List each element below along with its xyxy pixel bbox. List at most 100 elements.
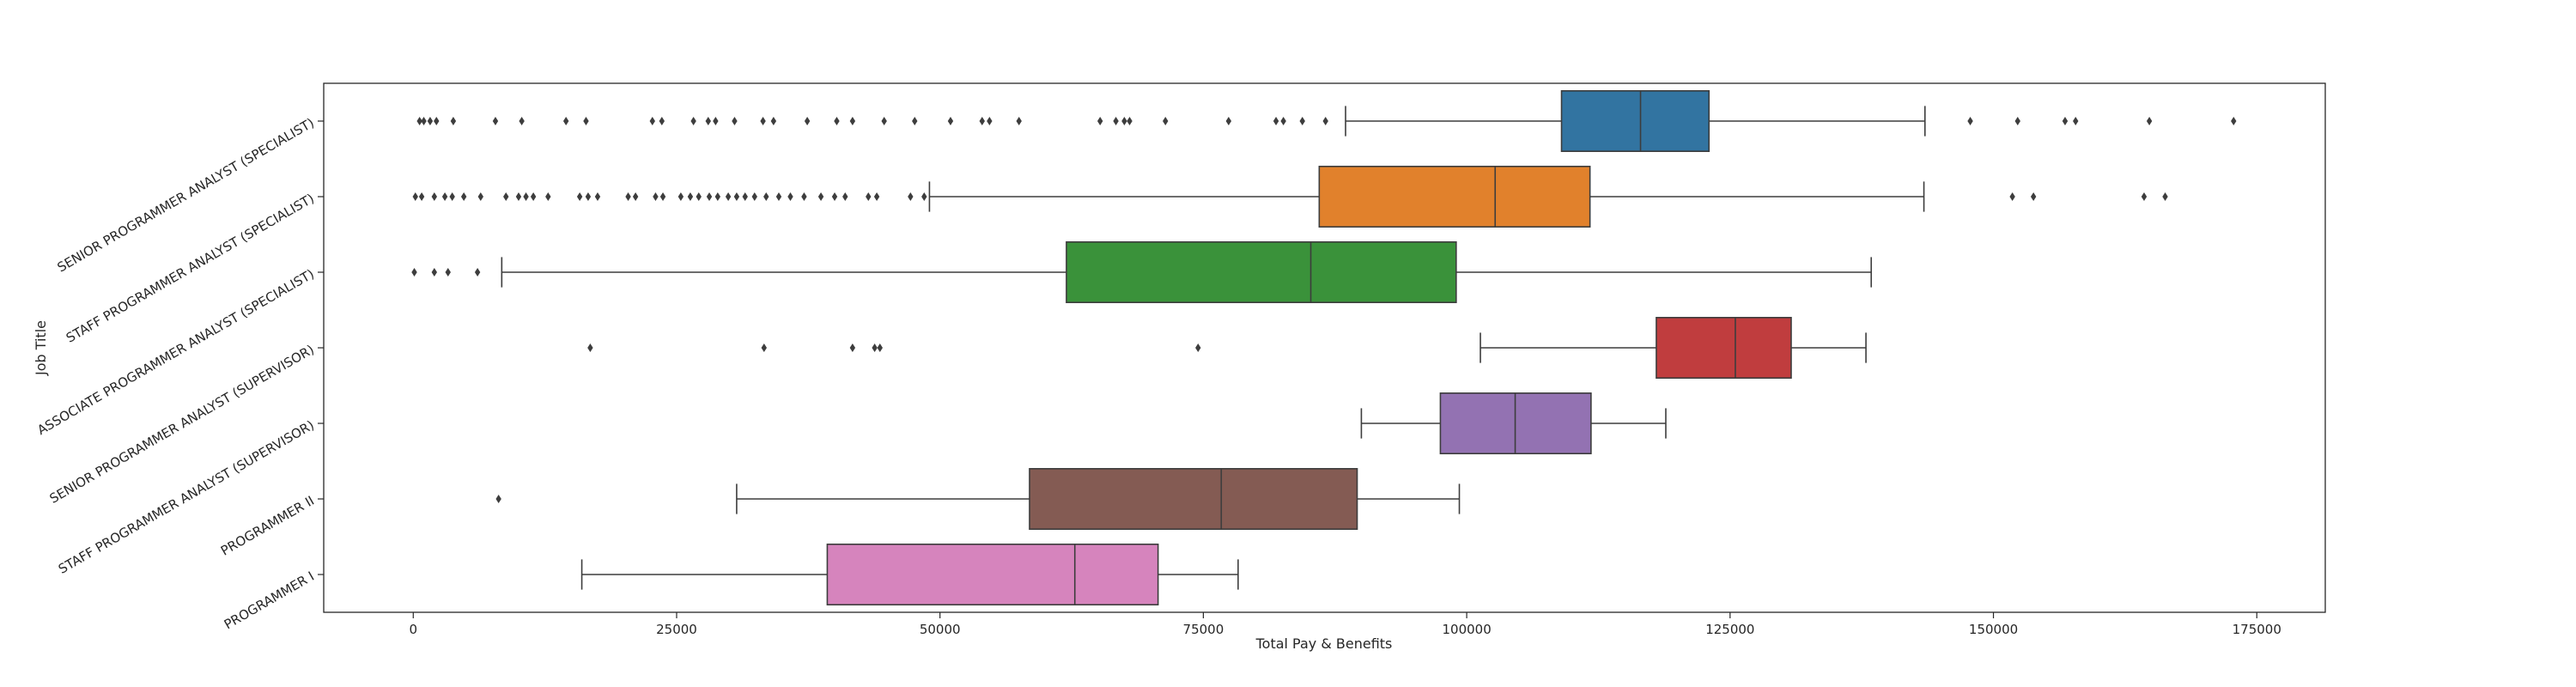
outlier-point [713, 117, 719, 125]
outlier-point [751, 192, 757, 201]
outlier-point [587, 344, 593, 352]
outlier-point [849, 344, 856, 352]
outlier-point [834, 117, 840, 125]
outlier-point [659, 192, 666, 201]
outlier-point [418, 192, 425, 201]
outlier-point [1273, 117, 1279, 125]
outlier-point [872, 344, 878, 352]
outlier-point [474, 268, 481, 277]
box-group [587, 316, 1867, 379]
outlier-point [696, 192, 702, 201]
plot-frame [323, 82, 2326, 613]
outlier-point [690, 117, 696, 125]
outlier-point [1195, 344, 1201, 352]
outlier-point [1121, 117, 1127, 125]
y-tick-label: ASSOCIATE PROGRAMMER ANALYST (SPECIALIST… [34, 266, 317, 438]
outlier-point [653, 192, 659, 201]
outlier-point [515, 192, 522, 201]
box-group [580, 543, 1239, 605]
outlier-point [866, 192, 872, 201]
outlier-point [2146, 117, 2153, 125]
outlier-point [705, 117, 711, 125]
x-tick-label: 100000 [1442, 622, 1491, 637]
outlier-point [881, 117, 887, 125]
iqr-box [1318, 166, 1591, 228]
outlier-point [775, 192, 782, 201]
outlier-point [1163, 117, 1169, 125]
outlier-point [416, 117, 422, 125]
outlier-point [733, 192, 740, 201]
outlier-point [2009, 192, 2015, 201]
outlier-point [585, 192, 592, 201]
outlier-point [1016, 117, 1022, 125]
outlier-point [503, 192, 509, 201]
outlier-point [492, 117, 499, 125]
x-axis-label: Total Pay & Benefits [1255, 635, 1393, 652]
outlier-point [804, 117, 811, 125]
outlier-point [450, 117, 457, 125]
y-tick-label: SENIOR PROGRAMMER ANALYST (SPECIALIST) [55, 115, 317, 276]
outlier-point [706, 192, 713, 201]
outlier-point [632, 192, 639, 201]
outlier-point [1113, 117, 1119, 125]
outlier-point [732, 117, 738, 125]
outlier-point [742, 192, 748, 201]
outlier-point [2141, 192, 2148, 201]
box-group [1360, 392, 1667, 454]
outlier-point [523, 192, 529, 201]
outlier-point [445, 268, 451, 277]
outlier-point [2014, 117, 2020, 125]
outlier-point [434, 117, 440, 125]
outlier-point [763, 192, 769, 201]
outlier-point [1225, 117, 1232, 125]
outlier-point [583, 117, 589, 125]
boxes-layer [411, 90, 2237, 605]
outlier-point [519, 117, 525, 125]
outlier-point [1322, 117, 1328, 125]
box-group [495, 467, 1461, 530]
outlier-point [760, 117, 766, 125]
box-group [412, 166, 2168, 228]
outlier-point [460, 192, 467, 201]
y-axis: SENIOR PROGRAMMER ANALYST (SPECIALIST) ST… [34, 115, 324, 633]
y-tick-label: SENIOR PROGRAMMER ANALYST (SUPERVISOR) [47, 342, 317, 507]
iqr-box [1029, 467, 1358, 530]
x-tick-label: 150000 [1969, 622, 2018, 637]
iqr-box [1066, 240, 1457, 303]
outlier-point [441, 192, 448, 201]
box-group [416, 90, 2237, 153]
outlier-point [449, 192, 455, 201]
outlier-point [545, 192, 551, 201]
outlier-point [1280, 117, 1286, 125]
outlier-point [530, 192, 537, 201]
outlier-point [1967, 117, 1973, 125]
outlier-point [831, 192, 838, 201]
outlier-point [495, 495, 501, 503]
outlier-point [2030, 192, 2037, 201]
outlier-point [2062, 117, 2069, 125]
y-tick-label: STAFF PROGRAMMER ANALYST (SUPERVISOR) [56, 417, 317, 577]
outlier-point [801, 192, 807, 201]
x-tick-label: 25000 [656, 622, 697, 637]
outlier-point [912, 117, 918, 125]
outlier-point [649, 117, 655, 125]
outlier-point [2073, 117, 2079, 125]
outlier-point [562, 117, 569, 125]
outlier-point [725, 192, 732, 201]
outlier-point [576, 192, 583, 201]
outlier-point [2231, 117, 2237, 125]
y-tick-label: PROGRAMMER I [222, 568, 317, 633]
outlier-point [873, 192, 880, 201]
outlier-point [1299, 117, 1305, 125]
outlier-point [431, 192, 438, 201]
iqr-box [826, 543, 1159, 605]
outlier-point [842, 192, 848, 201]
outlier-point [1127, 117, 1133, 125]
outlier-point [659, 117, 665, 125]
box-group [411, 240, 1873, 303]
outlier-point [1097, 117, 1103, 125]
outlier-point [677, 192, 684, 201]
outlier-point [979, 117, 985, 125]
